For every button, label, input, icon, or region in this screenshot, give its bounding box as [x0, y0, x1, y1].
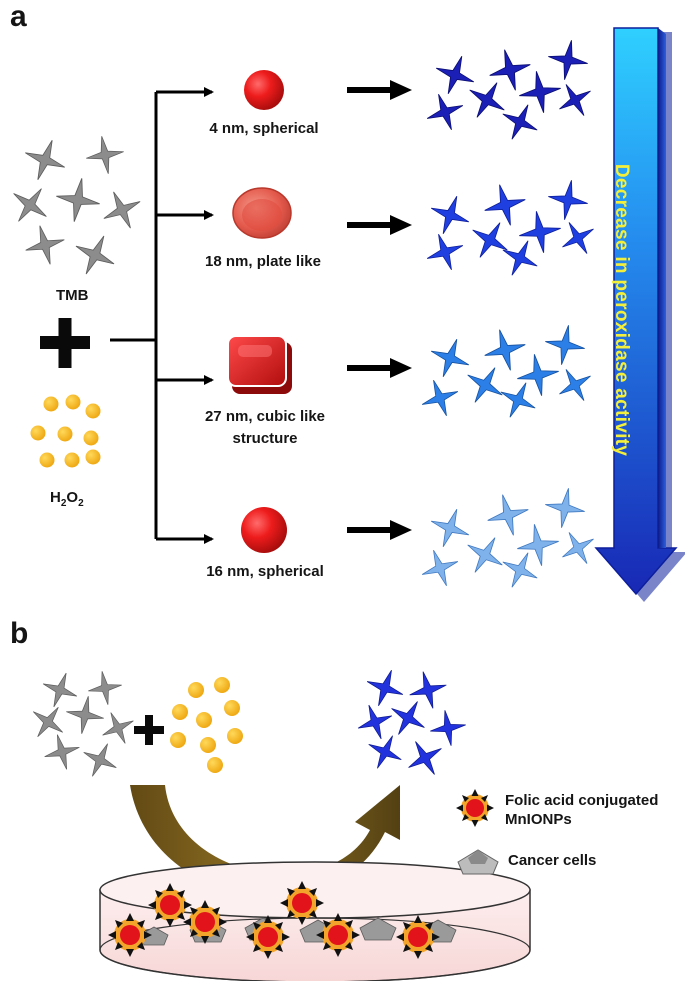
caption-27nm-line1: 27 nm, cubic like: [204, 408, 326, 425]
caption-18nm: 18 nm, plate like: [205, 253, 321, 270]
sphere-4nm: [244, 70, 284, 110]
plus-icon-b: [134, 715, 164, 745]
plate-18nm: [232, 187, 292, 239]
plus-icon: [40, 318, 90, 368]
cube-27nm: [227, 335, 292, 394]
tmb-stars-a: [1, 132, 150, 284]
panel-b-letter: b: [10, 617, 29, 650]
legend-nanoparticle-line1: Folic acid conjugated: [505, 792, 659, 809]
nanoparticle-icon: [456, 789, 494, 827]
tmb-stars-b: [22, 666, 142, 785]
mnionp-particles: [108, 881, 440, 959]
sphere-16nm: [241, 507, 287, 553]
reaction-arrows: [347, 80, 412, 540]
product-stars-3: [415, 321, 601, 426]
legend-nanoparticle-line2: MnIONPs: [505, 811, 572, 828]
h2o2-label: H2O2: [50, 489, 84, 509]
h2o2-dots-a: [30, 394, 101, 468]
branch-connector: [110, 87, 214, 544]
h2o2-dots-b: [170, 677, 243, 773]
trend-arrow: [594, 27, 685, 602]
product-stars-1: [420, 36, 601, 148]
product-stars-4: [415, 484, 604, 596]
cancer-cell-icon: [457, 849, 499, 875]
panel-a-letter: a: [10, 0, 27, 33]
tmb-label: TMB: [56, 287, 89, 304]
caption-27nm-line2: structure: [232, 430, 298, 447]
trend-arrow-label: Decrease in peroxidase activity: [611, 163, 632, 457]
product-stars-2: [420, 176, 604, 284]
legend-cancer-cells: Cancer cells: [508, 852, 597, 869]
product-stars-b: [351, 663, 470, 785]
caption-4nm: 4 nm, spherical: [209, 120, 319, 137]
caption-16nm: 16 nm, spherical: [206, 563, 324, 580]
